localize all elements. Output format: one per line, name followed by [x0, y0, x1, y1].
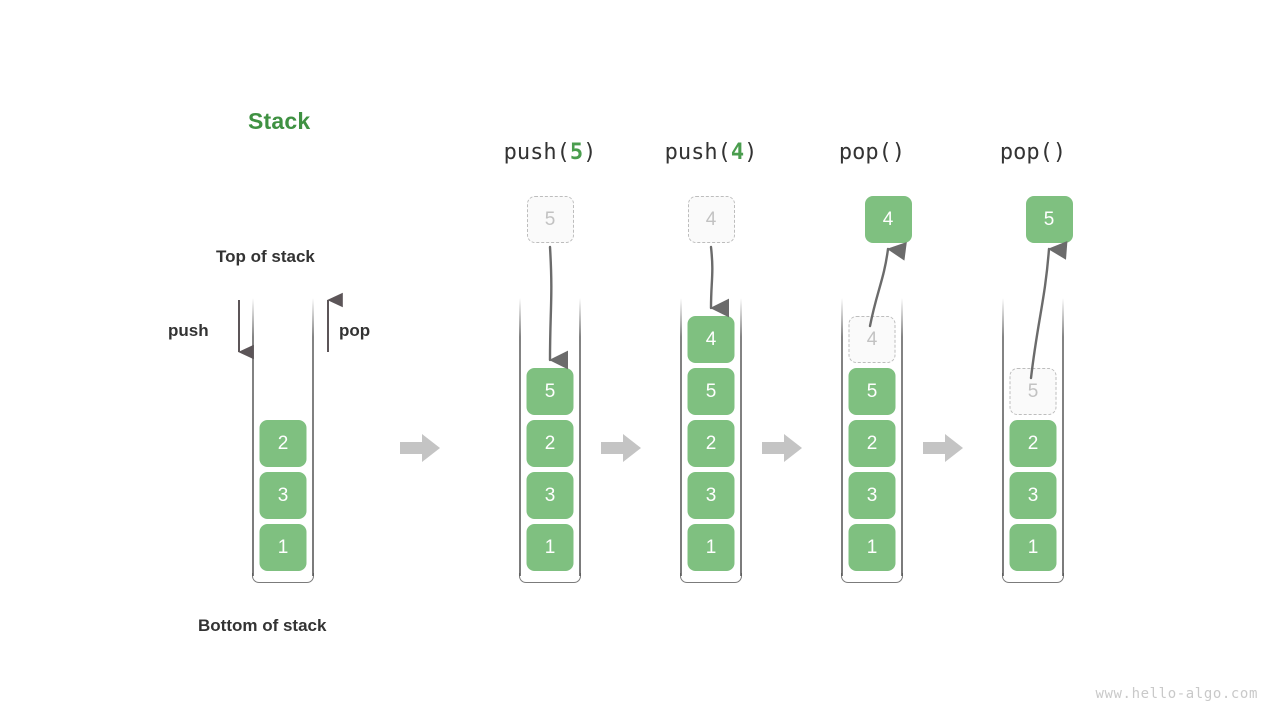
stack-box: 3 — [848, 472, 896, 519]
step-transition-arrow — [601, 434, 641, 462]
stack-box: 2 — [848, 420, 896, 467]
operation-label-step-pop-1: pop() — [772, 140, 972, 165]
watermark: www.hello-algo.com — [1095, 686, 1258, 702]
stack-wall-right — [1062, 298, 1064, 576]
popped-value-box: 5 — [1025, 196, 1073, 243]
popped-value-box: 4 — [864, 196, 912, 243]
op-close-paren: ) — [1052, 140, 1067, 165]
stack-container — [1002, 298, 1064, 583]
pop-label: pop — [339, 321, 371, 340]
op-name: pop( — [838, 140, 892, 165]
stack-box: 1 — [1009, 524, 1057, 571]
stack-box-ghost: 5 — [1009, 368, 1057, 415]
op-name: pop( — [999, 140, 1053, 165]
stack-box: 5 — [687, 368, 735, 415]
initial-stack: 1 3 2 — [252, 298, 314, 583]
stack-floor — [1002, 573, 1064, 583]
op-close-paren: ) — [744, 140, 758, 165]
stack-column-step-pop-1: 1 3 2 5 4 — [841, 298, 903, 583]
stack-box: 1 — [259, 524, 307, 571]
stack-wall-left — [1002, 298, 1004, 576]
op-argument: 4 — [730, 140, 745, 165]
stack-boxes: 1 3 2 5 4 — [687, 311, 735, 571]
stack-box-ghost: 4 — [848, 316, 896, 363]
stack-box: 3 — [687, 472, 735, 519]
operation-label-step-push-5: push(5) — [450, 140, 650, 165]
stack-floor — [519, 573, 581, 583]
stack-box: 2 — [526, 420, 574, 467]
op-argument: 5 — [569, 140, 584, 165]
operation-label-step-push-4: push(4) — [611, 140, 811, 165]
pending-push-box: 4 — [687, 196, 735, 243]
op-name: push( — [503, 140, 570, 165]
stack-box: 1 — [526, 524, 574, 571]
op-name: push( — [664, 140, 731, 165]
step-transition-arrow — [923, 434, 963, 462]
stack-boxes: 1 3 2 5 — [1009, 363, 1057, 571]
stack-container — [680, 298, 742, 583]
stack-wall-left — [841, 298, 843, 576]
stack-box: 1 — [848, 524, 896, 571]
pending-push-box: 5 — [526, 196, 574, 243]
stack-wall-right — [901, 298, 903, 576]
stack-box: 2 — [1009, 420, 1057, 467]
stack-boxes: 1 3 2 5 4 — [848, 311, 896, 571]
stack-wall-right — [579, 298, 581, 576]
stack-wall-right — [312, 298, 314, 576]
stack-wall-left — [252, 298, 254, 576]
push-label: push — [168, 321, 209, 340]
stack-column-step-push-4: 1 3 2 5 4 — [680, 298, 742, 583]
stack-floor — [680, 573, 742, 583]
step-transition-arrow — [400, 434, 440, 462]
stack-column-step-pop-2: 1 3 2 5 — [1002, 298, 1064, 583]
stack-wall-left — [680, 298, 682, 576]
operation-label-step-pop-2: pop() — [933, 140, 1133, 165]
stack-box: 5 — [848, 368, 896, 415]
op-close-paren: ) — [891, 140, 906, 165]
stack-box: 2 — [259, 420, 307, 467]
stack-container — [841, 298, 903, 583]
page-title: Stack — [248, 108, 311, 134]
stack-floor — [252, 573, 314, 583]
op-close-paren: ) — [583, 140, 597, 165]
stack-box: 1 — [687, 524, 735, 571]
stack-box: 3 — [1009, 472, 1057, 519]
stack-box: 3 — [526, 472, 574, 519]
stack-container — [252, 298, 314, 583]
stack-box: 5 — [526, 368, 574, 415]
bottom-of-stack-label: Bottom of stack — [198, 616, 327, 635]
stack-wall-left — [519, 298, 521, 576]
stack-boxes: 1 3 2 — [259, 415, 307, 571]
stack-wall-right — [740, 298, 742, 576]
stack-column-step-push-5: 1 3 2 5 — [519, 298, 581, 583]
stack-boxes: 1 3 2 5 — [526, 363, 574, 571]
stack-container — [519, 298, 581, 583]
step-transition-arrow — [762, 434, 802, 462]
top-of-stack-label: Top of stack — [216, 247, 315, 266]
stack-box: 4 — [687, 316, 735, 363]
stack-box: 2 — [687, 420, 735, 467]
stack-box: 3 — [259, 472, 307, 519]
stack-floor — [841, 573, 903, 583]
operation-arrows — [548, 241, 1068, 380]
